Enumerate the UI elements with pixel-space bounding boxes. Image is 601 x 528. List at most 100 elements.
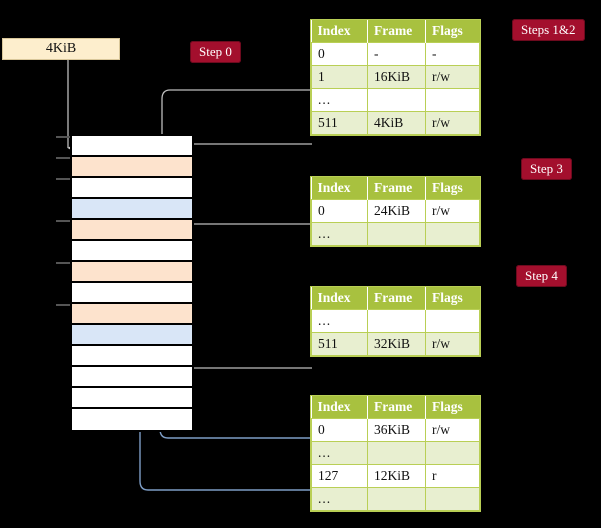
- table-row: ...: [311, 309, 480, 333]
- badge-steps-1-2-label: Steps 1&2: [521, 22, 576, 37]
- cell-flags: -: [425, 42, 480, 66]
- memory-cell: [72, 178, 192, 199]
- memory-cell: [72, 157, 192, 178]
- memory-cell: [72, 367, 192, 388]
- wire-t3-row511: [173, 318, 312, 369]
- column-header-flags: Flags: [425, 396, 480, 419]
- memory-cell: [72, 304, 192, 325]
- memory-cell: [72, 409, 192, 430]
- wire-t2-row0: [173, 223, 312, 300]
- column-header-index: Index: [311, 287, 368, 310]
- column-header-frame: Frame: [367, 177, 426, 200]
- column-header-index: Index: [311, 177, 368, 200]
- column-header-flags: Flags: [425, 177, 480, 200]
- cell-flags: [425, 309, 480, 333]
- cell-frame: -: [367, 42, 426, 66]
- cell-flags: r/w: [425, 332, 480, 356]
- table-row: ...: [311, 487, 480, 511]
- column-header-flags: Flags: [425, 287, 480, 310]
- cell-frame: 4KiB: [367, 111, 426, 135]
- cell-frame: 32KiB: [367, 332, 426, 356]
- cell-frame: 36KiB: [367, 418, 426, 442]
- cell-flags: [425, 88, 480, 112]
- cell-frame: [367, 222, 426, 246]
- column-header-frame: Frame: [367, 287, 426, 310]
- wire-step0: [59, 51, 75, 152]
- cell-index: ...: [311, 222, 368, 246]
- cell-frame: [367, 309, 426, 333]
- memory-cell: [72, 199, 192, 220]
- table-row: ...: [311, 222, 480, 246]
- cell-index: ...: [311, 487, 368, 511]
- memory-cell: [72, 262, 192, 283]
- table-row: 0--: [311, 42, 480, 66]
- column-header-flags: Flags: [425, 20, 480, 43]
- cell-flags: [425, 441, 480, 465]
- column-header-frame: Frame: [367, 20, 426, 43]
- memory-tick: [56, 178, 70, 180]
- cell-flags: [425, 487, 480, 511]
- cell-frame: [367, 441, 426, 465]
- column-header-frame: Frame: [367, 396, 426, 419]
- badge-step-3: Step 3: [521, 158, 572, 180]
- cell-index: 1: [311, 65, 368, 89]
- cell-index: 511: [311, 111, 368, 135]
- memory-cell: [72, 283, 192, 304]
- cell-flags: r/w: [425, 111, 480, 135]
- memory-tick: [56, 304, 70, 306]
- wire-t1-row511: [173, 143, 312, 258]
- cell-flags: r: [425, 464, 480, 488]
- memory-tick: [56, 136, 70, 138]
- memory-cell: [72, 325, 192, 346]
- memory-cell: [72, 241, 192, 262]
- virtual-address-label: 4KiB: [45, 41, 77, 56]
- badge-step-0: Step 0: [190, 41, 241, 63]
- memory-cell: [72, 388, 192, 409]
- cell-flags: r/w: [425, 418, 480, 442]
- cell-flags: r/w: [425, 65, 480, 89]
- badge-step-4-label: Step 4: [525, 268, 558, 283]
- cell-index: 511: [311, 332, 368, 356]
- cell-index: 0: [311, 418, 368, 442]
- cell-frame: [367, 88, 426, 112]
- virtual-address-box: 4KiB: [2, 38, 120, 60]
- badge-step-0-label: Step 0: [199, 44, 232, 59]
- cell-index: ...: [311, 309, 368, 333]
- badge-step-3-label: Step 3: [530, 161, 563, 176]
- cell-frame: 24KiB: [367, 199, 426, 223]
- physical-memory-column: [70, 134, 194, 432]
- memory-cell: [72, 136, 192, 157]
- cell-frame: [367, 487, 426, 511]
- badge-step-4: Step 4: [516, 265, 567, 287]
- column-header-index: Index: [311, 396, 368, 419]
- cell-index: ...: [311, 441, 368, 465]
- memory-tick: [56, 262, 70, 264]
- cell-index: 0: [311, 42, 368, 66]
- table-row: ...: [311, 441, 480, 465]
- cell-frame: 12KiB: [367, 464, 426, 488]
- cell-frame: 16KiB: [367, 65, 426, 89]
- column-header-index: Index: [311, 20, 368, 43]
- memory-tick: [56, 157, 70, 159]
- badge-steps-1-2: Steps 1&2: [512, 19, 585, 41]
- wire-t4-row127: [139, 232, 312, 491]
- cell-index: 0: [311, 199, 368, 223]
- wire-t1-row1: [161, 89, 312, 152]
- cell-index: 127: [311, 464, 368, 488]
- table-row: ...: [311, 88, 480, 112]
